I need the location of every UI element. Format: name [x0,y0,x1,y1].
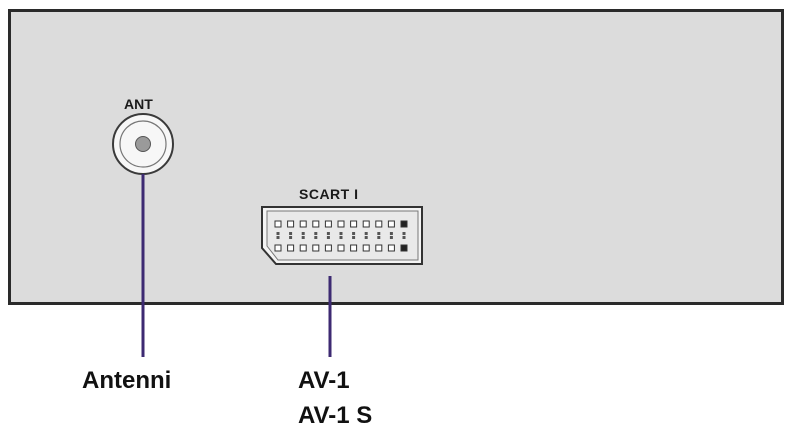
scart-pin [350,220,358,228]
scart-label: SCART I [299,186,359,202]
scart-pin [362,220,370,228]
scart-pin-dot [301,232,305,235]
scart-pin-dot [326,236,330,239]
antenna-socket-inner-ring [119,120,167,168]
scart-pin [350,244,358,252]
scart-pin [375,220,383,228]
scart-pin-dot [389,236,393,239]
scart-pin-dot [289,232,293,235]
scart-pin-dot [364,236,368,239]
scart-pin [324,220,332,228]
scart-pin [400,244,408,252]
scart-pin-dot [402,236,406,239]
scart-pin [299,244,307,252]
scart-inner-shell [266,210,419,261]
av1s-callout: AV-1 S [298,402,373,429]
scart-pin-grid [274,220,408,252]
scart-pin [400,220,408,228]
scart-pin [362,244,370,252]
scart-pin [387,244,395,252]
scart-pin-dot [352,232,356,235]
scart-pin-dot [276,232,280,235]
scart-pin [274,220,282,228]
scart-pin-dot [339,232,343,235]
av1-callout: AV-1 [298,367,350,394]
scart-pin [375,244,383,252]
scart-pin-dot [389,232,393,235]
scart-pin [387,220,395,228]
scart-pin-dot [301,236,305,239]
ant-label: ANT [124,96,153,112]
scart-pin-dot [289,236,293,239]
scart-connector [261,206,423,265]
antenna-callout: Antenni [82,367,172,394]
scart-pin-dot [377,232,381,235]
scart-pin-dot [402,232,406,235]
scart-pin-dot [326,232,330,235]
scart-pin-dot [352,236,356,239]
scart-pin [299,220,307,228]
antenna-socket-pin [135,136,151,152]
scart-pin-dot [276,236,280,239]
scart-pin [312,220,320,228]
scart-pin [287,220,295,228]
scart-pin-dot [314,232,318,235]
scart-pin [337,244,345,252]
scart-pin [312,244,320,252]
scart-pin-dot [364,232,368,235]
antenna-socket [112,113,174,175]
scart-pin-dot [339,236,343,239]
scart-pin [337,220,345,228]
scart-pin [287,244,295,252]
scart-pin-dot [377,236,381,239]
scart-pin [274,244,282,252]
scart-pin [324,244,332,252]
scart-pin-dot [314,236,318,239]
